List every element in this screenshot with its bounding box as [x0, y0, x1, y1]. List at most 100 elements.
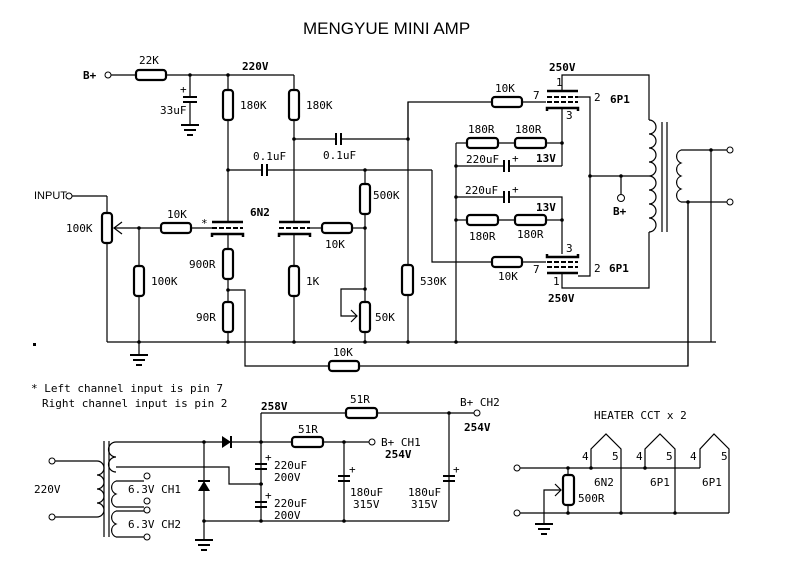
tube-6n2-label: 6N2: [250, 206, 270, 219]
resistor-180k-a: [221, 88, 235, 122]
heater-6p1b-label: 6P1: [702, 476, 722, 489]
power-supply: 220V 6.3V CH1 6.3V CH2: [34, 393, 500, 551]
resistor-10k-top-grid: [490, 95, 524, 109]
heater-6p1a-pin4: 4: [636, 450, 643, 463]
bottom-cathode-voltage: 13V: [536, 201, 556, 214]
top-cap-label: 220uF: [466, 153, 499, 166]
heater-pot-label: 500R: [578, 492, 605, 505]
ground-icon: [181, 124, 199, 136]
resistor-180k-b: [287, 88, 301, 122]
resistor-22k: [134, 68, 168, 82]
c4-value: 180uF: [408, 486, 441, 499]
resistor-10k-input: [159, 221, 193, 235]
ground-icon: [195, 539, 213, 551]
stray-dot: [33, 343, 36, 346]
bottom-tube-label: 6P1: [609, 262, 629, 275]
mains-terminal-b: [48, 513, 56, 521]
top-r1-label: 180R: [468, 123, 495, 136]
ground-icon: [130, 354, 148, 366]
bottom-pin-cathode: 3: [566, 242, 573, 255]
resistor-180k-a-label: 180K: [240, 99, 267, 112]
resistor-530k: [400, 263, 415, 297]
bplus-ch2-voltage: 254V: [464, 421, 491, 434]
heater-6p1b-pin5: 5: [721, 450, 728, 463]
mains-terminal-a: [48, 457, 56, 465]
top-grid-r-label: 10K: [495, 82, 515, 95]
node-258v-label: 258V: [261, 400, 288, 413]
resistor-10k-feedback-label: 10K: [333, 346, 353, 359]
top-r2-label: 180R: [515, 123, 542, 136]
resistor-180r-bottom-a: [465, 213, 500, 227]
top-plate-voltage: 250V: [549, 61, 576, 74]
resistor-51r-mid: [290, 435, 325, 449]
c4-plus: +: [453, 463, 460, 476]
resistor-22k-label: 22K: [139, 54, 159, 67]
heater-title: HEATER CCT x 2: [594, 409, 687, 422]
c2-rating: 200V: [274, 509, 301, 522]
top-cap-plus: +: [512, 152, 519, 165]
bottom-r2-label: 180R: [517, 228, 544, 241]
node-220v-label: 220V: [242, 60, 269, 73]
resistor-1k: [287, 264, 301, 298]
speaker-terminal-a: [726, 146, 734, 154]
resistor-10k-bottom-grid: [490, 255, 524, 269]
volume-pot-100k: [100, 211, 114, 245]
ct-bplus-terminal: [617, 194, 625, 202]
bplus-ch1-terminal: [368, 438, 376, 446]
c3-rating: 315V: [353, 498, 380, 511]
resistor-90r-label: 90R: [196, 311, 216, 324]
bottom-grid-r-label: 10K: [498, 270, 518, 283]
capacitor-01uf-a-label: 0.1uF: [253, 150, 286, 163]
resistor-10k-input-label: 10K: [167, 208, 187, 221]
top-cathode-voltage: 13V: [536, 152, 556, 165]
balance-pot-label: 50K: [375, 311, 395, 324]
heater-terminal-a: [513, 464, 521, 472]
resistor-500k-label: 500K: [373, 189, 400, 202]
input-label: INPUT: [34, 190, 67, 202]
resistor-900r-label: 900R: [189, 258, 216, 271]
resistor-51r-top-label: 51R: [350, 393, 370, 406]
filament-6p1-b-icon: [699, 433, 730, 513]
preamp-section: B+ 22K 220V + 33uF 180K 180K: [33, 54, 716, 373]
resistor-1k-label: 1K: [306, 275, 320, 288]
ct-bplus-label: B+: [613, 205, 627, 218]
heater-6n2-label: 6N2: [594, 476, 614, 489]
heater-6p1b-pin4: 4: [690, 450, 697, 463]
c2-plus: +: [265, 489, 272, 502]
heater-6p1a-label: 6P1: [650, 476, 670, 489]
resistor-500k: [358, 182, 372, 216]
resistor-90r: [221, 300, 235, 334]
resistor-900r: [221, 247, 235, 281]
c2-value: 220uF: [274, 497, 307, 510]
bottom-cap-label: 220uF: [465, 184, 498, 197]
bottom-plate-voltage: 250V: [548, 292, 575, 305]
top-tube-label: 6P1: [610, 93, 630, 106]
top-pin-grid: 7: [533, 89, 540, 102]
note-line-1: * Left channel input is pin 7: [31, 382, 223, 395]
c1-plus: +: [265, 451, 272, 464]
heater-6n2-pin5: 5: [612, 450, 619, 463]
resistor-100k: [132, 264, 146, 298]
resistor-180r-top-a: [465, 136, 500, 150]
output-transformer-icon: [648, 119, 683, 233]
resistor-530k-label: 530K: [420, 275, 447, 288]
bottom-pin-screen: 2: [594, 262, 601, 275]
bplus-ch1-voltage: 254V: [385, 448, 412, 461]
capacitor-01uf-b-label: 0.1uF: [323, 149, 356, 162]
c3-value: 180uF: [350, 486, 383, 499]
bplus-ch2-label: B+ CH2: [460, 396, 500, 409]
tube-6p1-bottom: [545, 254, 580, 275]
resistor-10k-grid-label: 10K: [325, 238, 345, 251]
resistor-10k-feedback: [327, 359, 361, 373]
capacitor-33uf-label: 33uF: [160, 104, 187, 117]
bottom-cap-plus: +: [512, 183, 519, 196]
ground-icon: [535, 523, 553, 535]
heater-ch2-label: 6.3V CH2: [128, 518, 181, 531]
note-line-2: Right channel input is pin 2: [42, 397, 227, 410]
resistor-180r-bottom-b: [513, 213, 548, 227]
diode-icon: [198, 480, 210, 491]
output-stage: 10K 7 250V 1 2 6P1 3 B+ 180R 180R: [431, 61, 734, 366]
diagram-title: MENGYUE MINI AMP: [303, 19, 470, 38]
preamp-bplus-terminal: [104, 71, 112, 79]
